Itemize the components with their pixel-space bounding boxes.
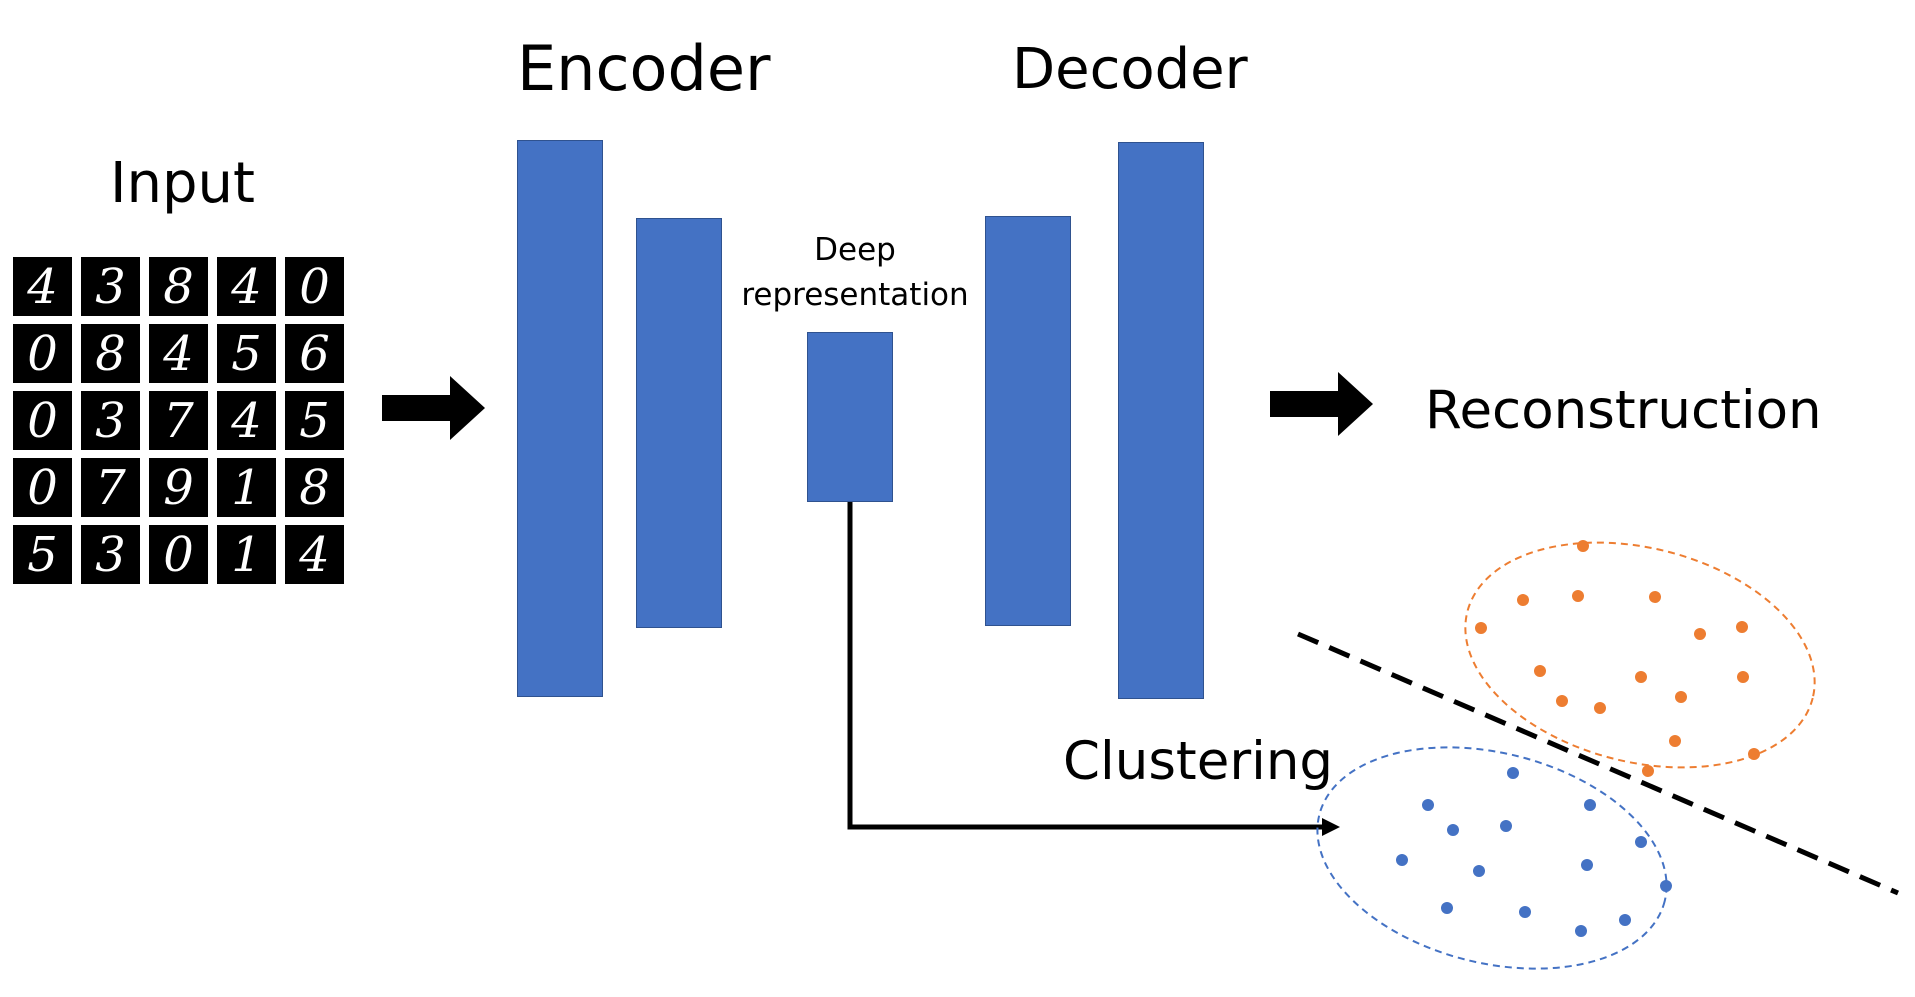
orange-cluster-point: [1649, 591, 1661, 603]
orange-cluster-point: [1675, 691, 1687, 703]
digit-tile: 1: [217, 525, 276, 584]
blue-cluster-point: [1441, 902, 1453, 914]
clustering-label: Clustering: [1063, 731, 1334, 792]
orange-cluster-point: [1517, 594, 1529, 606]
orange-cluster-point: [1694, 628, 1706, 640]
blue-cluster-point: [1575, 925, 1587, 937]
digit-tile: 3: [81, 525, 140, 584]
blue-cluster-point: [1447, 824, 1459, 836]
orange-cluster-point: [1572, 590, 1584, 602]
digit-tile: 4: [285, 525, 344, 584]
digit-tile: 4: [217, 391, 276, 450]
orange-cluster-point: [1475, 622, 1487, 634]
digit-tile: 4: [217, 257, 276, 316]
digit-tile: 3: [81, 391, 140, 450]
digit-tile: 7: [81, 458, 140, 517]
digit-tile: 6: [285, 324, 344, 383]
clustering-connector-line: [847, 502, 1322, 830]
orange-cluster-point: [1534, 665, 1546, 677]
digit-tile: 9: [149, 458, 208, 517]
orange-cluster-point: [1635, 671, 1647, 683]
digit-tile: 0: [13, 324, 72, 383]
digit-tile: 0: [149, 525, 208, 584]
encoder-layer-1: [517, 140, 603, 697]
encoder-layer-2: [636, 218, 722, 628]
input-arrow: [382, 376, 485, 440]
blue-cluster-point: [1635, 836, 1647, 848]
input-digit-grid: 4 3 8 4 0 0 8 4 5 6 0 3 7 4 5 0 7 9 1 8 …: [13, 257, 345, 585]
decoder-layer-1: [985, 216, 1071, 626]
blue-cluster-point: [1500, 820, 1512, 832]
encoder-label: Encoder: [517, 32, 771, 105]
digit-tile: 1: [217, 458, 276, 517]
digit-tile: 8: [285, 458, 344, 517]
deep-representation-block: [807, 332, 893, 502]
reconstruction-label: Reconstruction: [1425, 380, 1822, 441]
clustering-connector-arrowhead: [1322, 818, 1340, 836]
blue-cluster-point: [1396, 854, 1408, 866]
orange-cluster-boundary: [1464, 541, 1816, 769]
digit-tile: 4: [149, 324, 208, 383]
digit-tile: 5: [285, 391, 344, 450]
input-label: Input: [110, 151, 256, 216]
orange-cluster-point: [1748, 748, 1760, 760]
orange-cluster-point: [1669, 735, 1681, 747]
decoder-label: Decoder: [1012, 37, 1248, 102]
digit-tile: 5: [13, 525, 72, 584]
blue-cluster-point: [1422, 799, 1434, 811]
orange-cluster-point: [1594, 702, 1606, 714]
digit-tile: 5: [217, 324, 276, 383]
digit-tile: 4: [13, 257, 72, 316]
digit-tile: 8: [149, 257, 208, 316]
blue-cluster-point: [1584, 799, 1596, 811]
blue-cluster-point: [1660, 880, 1672, 892]
digit-tile: 0: [285, 257, 344, 316]
blue-cluster-boundary: [1316, 746, 1668, 970]
digit-tile: 7: [149, 391, 208, 450]
blue-cluster-point: [1619, 914, 1631, 926]
decision-boundary-line: [1297, 631, 1899, 896]
deep-representation-line2: representation: [741, 276, 969, 313]
orange-cluster-point: [1736, 621, 1748, 633]
orange-cluster-point: [1642, 765, 1654, 777]
reconstruction-arrow: [1270, 372, 1373, 436]
digit-tile: 8: [81, 324, 140, 383]
blue-cluster-point: [1519, 906, 1531, 918]
decoder-layer-2: [1118, 142, 1204, 699]
digit-tile: 3: [81, 257, 140, 316]
digit-tile: 0: [13, 458, 72, 517]
digit-tile: 0: [13, 391, 72, 450]
blue-cluster-point: [1473, 865, 1485, 877]
deep-representation-label: Deep representation: [735, 228, 975, 318]
blue-cluster-point: [1581, 859, 1593, 871]
deep-representation-line1: Deep: [814, 232, 896, 268]
orange-cluster-point: [1737, 671, 1749, 683]
orange-cluster-point: [1577, 540, 1589, 552]
blue-cluster-point: [1507, 767, 1519, 779]
orange-cluster-point: [1556, 695, 1568, 707]
